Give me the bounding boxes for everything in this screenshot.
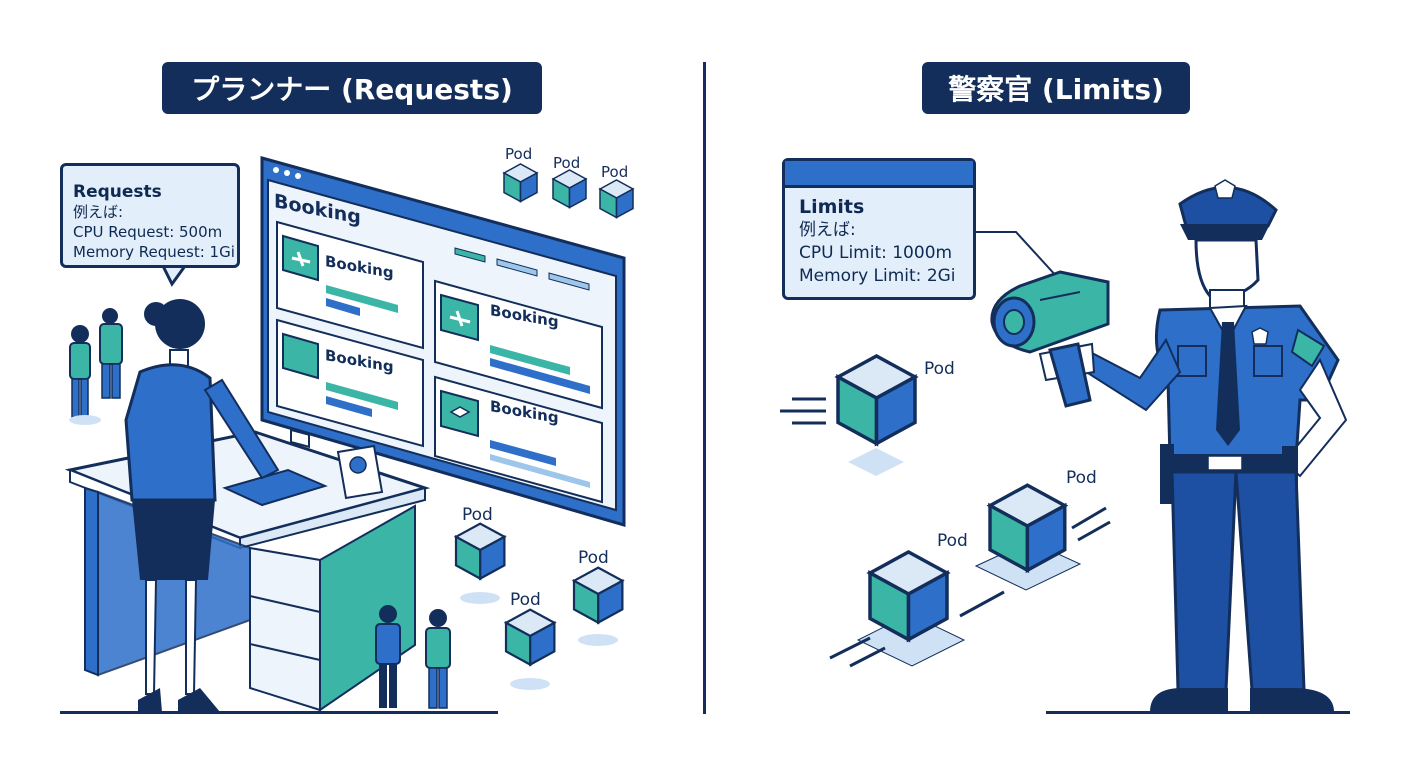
memory-limit-value: Memory Limit: 2Gi	[799, 266, 956, 286]
pod-label-left-3: Pod	[510, 590, 541, 610]
pod-label-right-3: Pod	[937, 531, 968, 551]
pod-label-right-1: Pod	[924, 359, 955, 379]
limits-window-bar	[785, 161, 973, 188]
cpu-limit-value: CPU Limit: 1000m	[799, 243, 953, 263]
limits-heading: Limits	[799, 196, 865, 218]
right-pod-cubes	[780, 354, 1111, 668]
cpu-request-value: CPU Request: 500m	[73, 223, 223, 241]
speed-gun	[990, 270, 1110, 408]
right-ground-line	[1046, 711, 1350, 714]
police-officer	[1038, 179, 1348, 712]
booking-screen	[260, 156, 626, 527]
pod-label-top-2: Pod	[553, 154, 581, 172]
pod-label-left-1: Pod	[462, 505, 493, 525]
small-people-left	[69, 308, 123, 425]
left-ground-line	[60, 711, 498, 714]
reception-desk	[64, 430, 431, 712]
planner-title: プランナー (Requests)	[162, 62, 542, 114]
requests-heading: Requests	[73, 182, 162, 202]
planner-woman	[124, 299, 280, 712]
requests-callout: Requests 例えば: CPU Request: 500m Memory R…	[60, 163, 240, 268]
limits-callout: Limits 例えば: CPU Limit: 1000m Memory Limi…	[782, 158, 976, 300]
requests-example-label: 例えば:	[73, 203, 124, 221]
memory-request-value: Memory Request: 1Gi	[73, 243, 235, 261]
limits-example-label: 例えば:	[799, 220, 856, 240]
pod-label-top-1: Pod	[505, 145, 533, 163]
left-pod-cubes	[454, 163, 634, 690]
pod-label-top-3: Pod	[601, 163, 629, 181]
center-divider	[703, 62, 706, 714]
police-title: 警察官 (Limits)	[922, 62, 1190, 114]
small-people-bottom	[375, 605, 451, 709]
pod-label-left-2: Pod	[578, 548, 609, 568]
pod-label-right-2: Pod	[1066, 468, 1097, 488]
